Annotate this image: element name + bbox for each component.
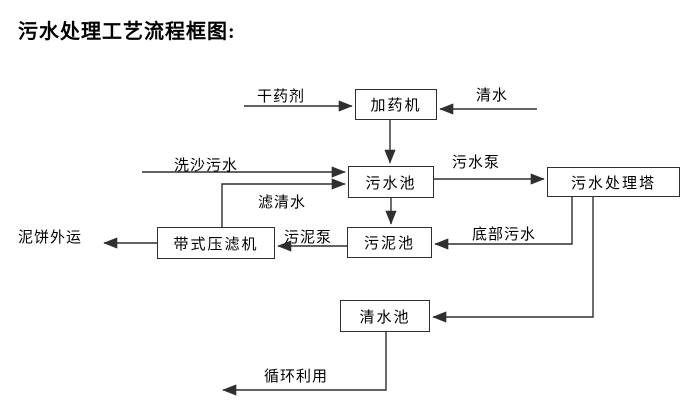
- edge-label-dry-agent: 干药剂: [257, 89, 306, 105]
- arrow-recycling-out: [222, 332, 387, 396]
- arrow-filtered-water-to-sewage-pool: [221, 178, 346, 227]
- edge-label-sand-washing-sewage: 洗沙污水: [174, 158, 239, 174]
- node-dosing-machine: 加药机: [355, 89, 437, 120]
- node-belt-filter-press: 带式压滤机: [157, 227, 275, 259]
- edge-label-filtered-water: 滤清水: [258, 195, 307, 211]
- edge-label-bottom-sewage: 底部污水: [472, 227, 537, 243]
- edge-label-clean-water-in: 清水: [476, 88, 509, 104]
- edge-label-recycling: 循环利用: [264, 369, 329, 385]
- arrow-bottom-sewage-to-sludge-pool: [434, 197, 573, 250]
- node-sewage-pool: 污水池: [348, 166, 434, 198]
- diagram-title: 污水处理工艺流程框图:: [18, 21, 236, 43]
- edge-label-mud-cake-out: 泥饼外运: [18, 230, 83, 246]
- arrow-tower-to-clean-pool: [432, 197, 594, 323]
- node-sludge-pool: 污泥池: [347, 227, 432, 258]
- edge-label-sludge-pump: 污泥泵: [284, 230, 333, 246]
- node-clean-water-pool: 清水池: [340, 300, 430, 332]
- edge-label-sewage-pump: 污水泵: [452, 155, 501, 171]
- node-treatment-tower: 污水处理塔: [547, 167, 680, 197]
